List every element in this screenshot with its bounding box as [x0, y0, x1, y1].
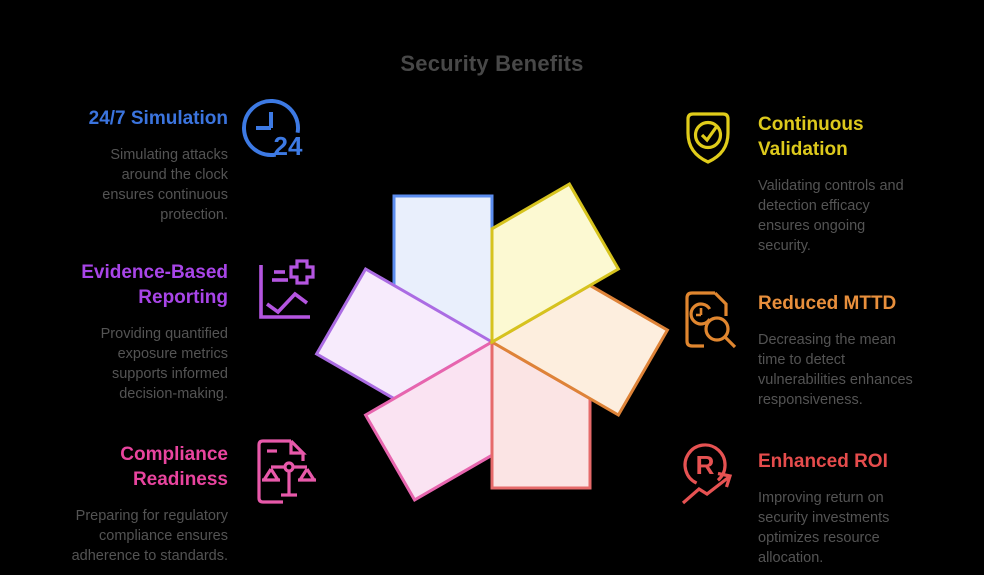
clock-24-label: 24 [274, 131, 303, 161]
section-body: Preparing for regulatory compliance ensu… [71, 508, 228, 564]
section-body: Providing quantified exposure metrics su… [100, 326, 228, 402]
section-body: Improving return on security investments… [758, 490, 890, 566]
section-compliance-readiness: Compliance Readiness Preparing for regul… [38, 442, 228, 566]
section-heading: Continuous Validation [758, 114, 864, 160]
section-heading: 24/7 Simulation [88, 108, 228, 129]
section-24-7-simulation: 24/7 Simulation Simulating attacks aroun… [38, 106, 228, 225]
section-heading: Evidence-Based Reporting [81, 262, 228, 308]
document-scales-icon [257, 439, 316, 504]
document-search-clock-icon [685, 291, 737, 349]
section-enhanced-roi: Enhanced ROI Improving return on securit… [758, 449, 963, 568]
section-body: Simulating attacks around the clock ensu… [102, 147, 228, 223]
section-body: Validating controls and detection effica… [758, 178, 904, 254]
section-continuous-validation: Continuous Validation Validating control… [758, 112, 963, 256]
section-body: Decreasing the mean time to detect vulne… [758, 332, 913, 408]
shield-check-icon [686, 112, 730, 164]
section-heading: Compliance Readiness [120, 444, 228, 490]
clock-24-icon: 24 [242, 99, 303, 161]
page-title: Security Benefits [400, 51, 584, 76]
section-heading: Reduced MTTD [758, 293, 897, 314]
section-heading: Enhanced ROI [758, 451, 888, 472]
section-reduced-mttd: Reduced MTTD Decreasing the mean time to… [758, 291, 963, 410]
roi-growth-arrow-icon: R [681, 443, 733, 505]
petal-yellow [490, 182, 621, 345]
report-chart-plus-icon [259, 259, 315, 319]
section-evidence-based-reporting: Evidence-Based Reporting Providing quant… [38, 260, 228, 404]
roi-letter-label: R [696, 450, 715, 480]
